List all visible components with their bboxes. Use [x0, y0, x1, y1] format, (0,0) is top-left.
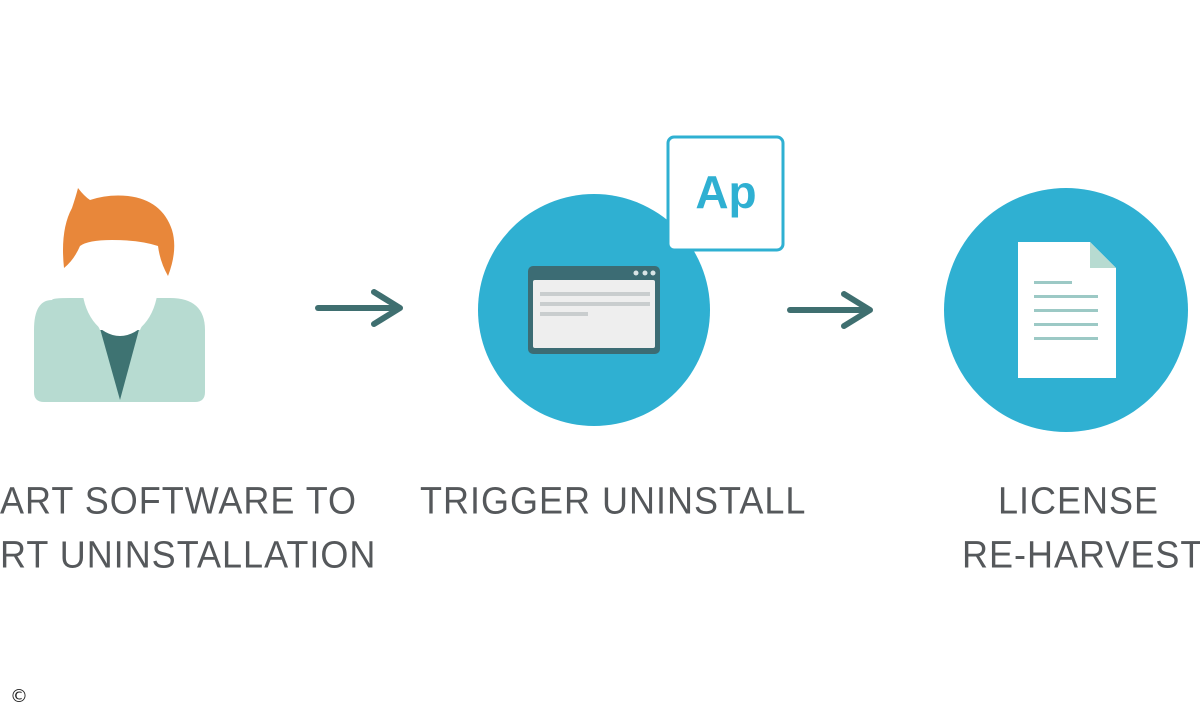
trigger-uninstall-icon: Ap [478, 135, 785, 426]
step3-label-line1: LICENSE [998, 478, 1160, 522]
user-hair [63, 188, 175, 276]
copyright-mark: © [10, 686, 28, 707]
app-badge-text: Ap [695, 166, 756, 218]
license-reharvest-icon [944, 188, 1188, 432]
arrow-right-icon [787, 291, 873, 329]
step1-label-line1: ART SOFTWARE TO [0, 478, 358, 522]
document-icon [1018, 242, 1116, 378]
step1-label-line2: RT UNINSTALLATION [0, 532, 377, 576]
step3-label-line2: RE-HARVEST [962, 532, 1200, 576]
arrow-right-icon [315, 289, 403, 327]
user-icon [34, 188, 205, 402]
browser-window-icon [528, 266, 660, 354]
app-badge: Ap [666, 135, 785, 252]
step2-label: TRIGGER UNINSTALL [420, 478, 807, 522]
user-face [82, 232, 158, 336]
